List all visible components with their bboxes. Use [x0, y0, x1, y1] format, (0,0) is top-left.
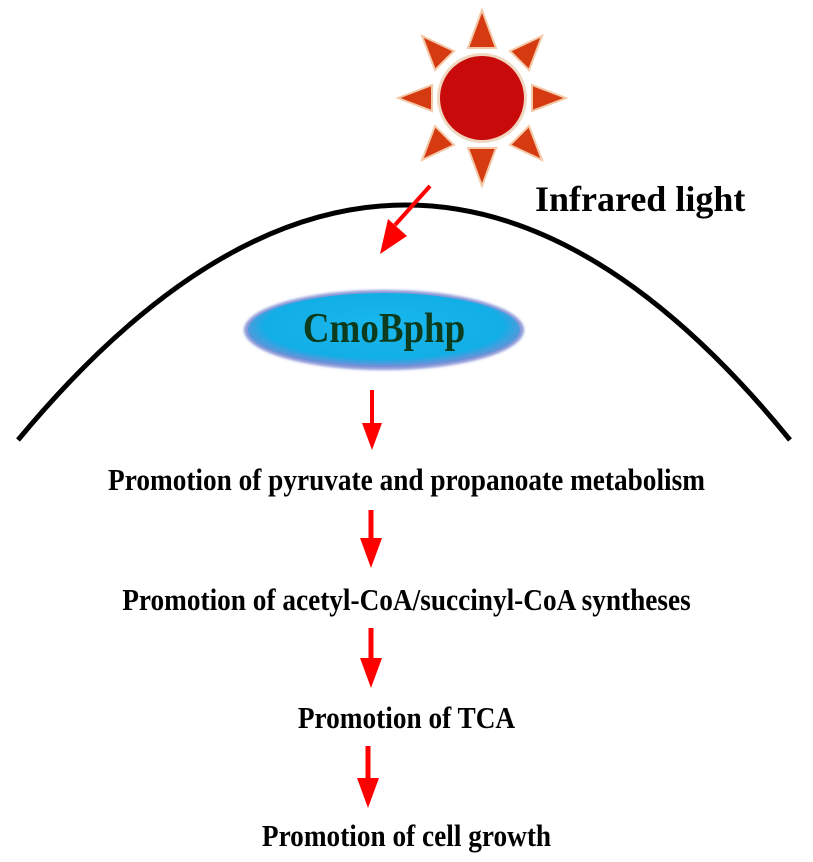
- infrared-light-label: Infrared light: [535, 179, 746, 219]
- down-arrow: [357, 746, 379, 808]
- sun-ray: [420, 34, 456, 72]
- sun-ray: [466, 147, 498, 189]
- sun-ray: [466, 7, 498, 49]
- down-arrow: [362, 390, 382, 450]
- step-pyruvate-metabolism: Promotion of pyruvate and propanoate met…: [108, 462, 705, 497]
- sun-core-inner: [440, 56, 524, 140]
- cell-membrane-arc: [16, 202, 792, 442]
- down-arrow: [360, 628, 382, 688]
- sun-icon: [395, 7, 569, 189]
- down-arrow: [360, 510, 382, 568]
- sun-ray: [420, 124, 456, 162]
- sun-ray: [395, 83, 433, 113]
- receptor-label: CmoBphp: [302, 306, 466, 352]
- sun-ray: [508, 34, 544, 72]
- sun-ray: [508, 124, 544, 162]
- infrared-arrow: [380, 184, 432, 254]
- step-acetyl-coa-synthesis: Promotion of acetyl-CoA/succinyl-CoA syn…: [122, 582, 691, 617]
- step-tca: Promotion of TCA: [297, 700, 516, 735]
- step-cell-growth: Promotion of cell growth: [261, 818, 552, 853]
- sun-ray: [531, 83, 569, 113]
